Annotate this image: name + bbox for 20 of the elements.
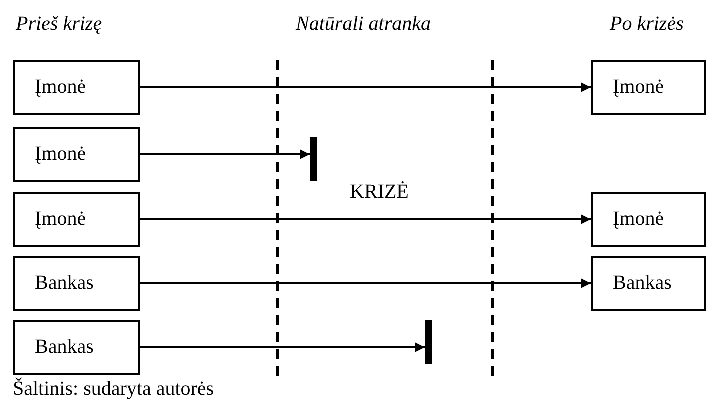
entity-box: Įmonė (13, 192, 140, 247)
stop-bar (425, 320, 432, 364)
arrow (140, 342, 425, 352)
column-heading: Po krizės (610, 12, 684, 37)
column-heading: Prieš krizę (16, 12, 102, 37)
entity-box: Įmonė (591, 192, 706, 247)
entity-box: Įmonė (13, 127, 140, 182)
source-caption: Šaltinis: sudaryta autorės (13, 377, 214, 402)
entity-box: Įmonė (591, 60, 706, 115)
stop-bar (310, 137, 317, 181)
entity-box: Bankas (591, 256, 706, 311)
arrow (140, 150, 310, 160)
arrow (140, 214, 591, 224)
column-heading: Natūrali atranka (296, 12, 432, 37)
entity-box: Bankas (13, 256, 140, 311)
zone-label: KRIZĖ (350, 180, 409, 205)
entity-box: Bankas (13, 320, 140, 375)
entity-box: Įmonė (13, 60, 140, 115)
arrow (140, 82, 591, 92)
arrow (140, 278, 591, 288)
